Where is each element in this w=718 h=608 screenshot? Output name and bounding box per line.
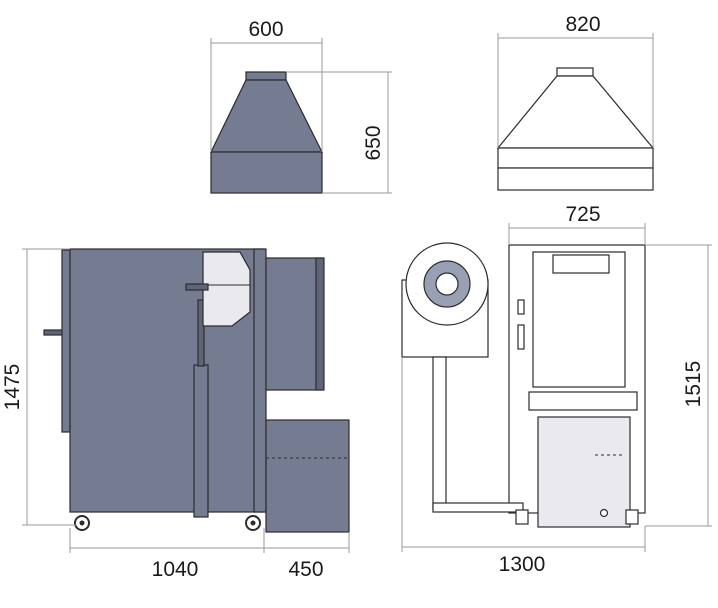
hood-front-width-label: 600	[248, 18, 283, 41]
side-height-dimension: 1475	[1, 248, 76, 526]
side-drum-arm	[185, 283, 209, 291]
front-width-label: 725	[565, 203, 600, 226]
hood-front-view	[210, 71, 323, 194]
front-wheel-left	[515, 509, 529, 525]
front-width-dimension: 725	[508, 203, 646, 245]
front-height-label: 1515	[682, 361, 705, 408]
hood-side-width-dimension: 820	[497, 13, 654, 148]
side-upper-box	[265, 257, 323, 391]
front-total-width-label: 1300	[499, 553, 546, 576]
front-total-width-dimension: 1300	[401, 357, 646, 576]
hood-front-base	[210, 151, 323, 194]
hood-front-collar	[245, 71, 287, 81]
front-arm-horizontal	[432, 502, 524, 513]
front-cabinet-panel	[552, 254, 610, 274]
side-height-label: 1475	[1, 364, 24, 411]
front-bin	[537, 416, 631, 528]
hood-side-collar	[556, 67, 594, 77]
front-cabinet	[532, 251, 626, 388]
side-back-panel	[61, 249, 71, 433]
hood-height-dimension: 650	[286, 71, 392, 194]
front-wheel-right	[625, 509, 639, 525]
side-knob	[43, 329, 65, 336]
hood-front-cone	[210, 79, 323, 153]
hood-side-view	[496, 67, 655, 191]
side-upper-box-edge	[315, 257, 325, 391]
hood-side-cone	[496, 75, 655, 149]
hood-side-width-label: 820	[565, 13, 600, 36]
hood-height-label: 650	[362, 125, 385, 160]
front-height-dimension: 1515	[645, 244, 712, 527]
front-crossbar	[528, 391, 638, 411]
side-bin	[265, 419, 350, 533]
front-arm-vertical	[432, 356, 447, 510]
side-length-label: 1040	[152, 558, 199, 581]
hood-front-width-dimension: 600	[210, 18, 323, 152]
side-bin-length-label: 450	[288, 558, 323, 581]
side-drum	[202, 251, 251, 327]
side-lift-rod	[197, 299, 205, 367]
front-drum-center	[435, 272, 459, 296]
side-front-panel	[253, 248, 267, 513]
side-length-dimension: 1040 450	[69, 528, 350, 581]
side-view	[43, 248, 350, 533]
hood-side-band	[497, 147, 654, 169]
hood-side-base	[497, 167, 654, 191]
side-lift-column	[193, 364, 209, 518]
front-view	[401, 242, 646, 528]
